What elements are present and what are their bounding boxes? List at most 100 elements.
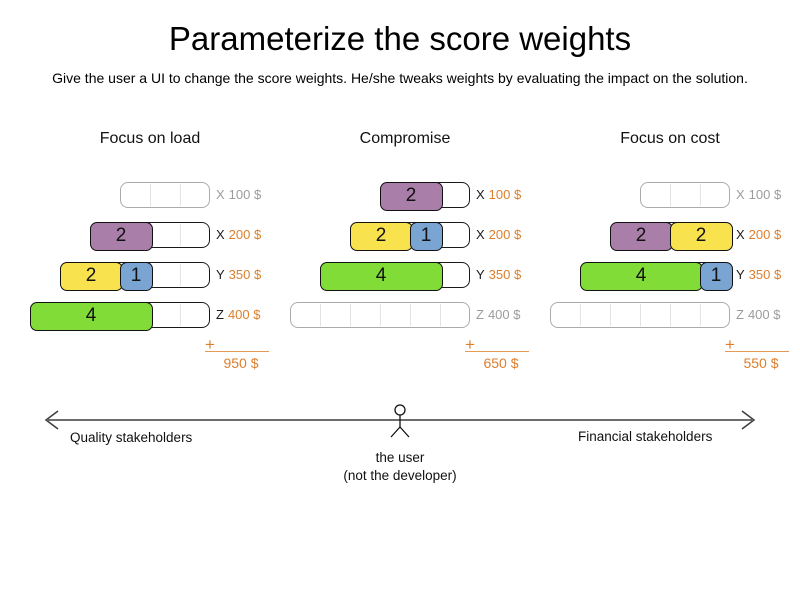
row-letter: X [476, 187, 485, 202]
row-cost: 100 $ [228, 187, 262, 202]
row-letter: X [216, 227, 225, 242]
total-value: 550 $ [743, 355, 779, 371]
weight-box [290, 302, 470, 328]
right-arrowhead-icon [741, 410, 756, 430]
weight-block: 4 [319, 261, 443, 291]
row-letter: Z [216, 307, 224, 322]
segment-divider [670, 304, 671, 326]
the-user-label: the user [375, 450, 425, 465]
row-cost: 100 $ [488, 187, 522, 202]
segment-divider [180, 184, 181, 206]
sum-line [465, 351, 529, 352]
user-figure-left-leg-icon [390, 426, 401, 438]
user-figure-head-icon [394, 404, 406, 416]
segment-divider [410, 304, 411, 326]
segment-divider [180, 224, 181, 246]
segment-divider [580, 304, 581, 326]
weight-block: 2 [89, 221, 153, 251]
segment-divider [150, 184, 151, 206]
segment-divider [640, 304, 641, 326]
column-title: Focus on cost [620, 130, 720, 147]
sum-line [205, 351, 269, 352]
weight-box [120, 182, 210, 208]
weight-block: 2 [59, 261, 123, 291]
row-letter: X [216, 187, 225, 202]
weight-box: 2 [379, 181, 470, 211]
quality-stakeholders-label: Quality stakeholders [70, 430, 193, 445]
segment-divider [700, 184, 701, 206]
total-value: 650 $ [483, 355, 519, 371]
segment-divider [380, 304, 381, 326]
row-cost: 200 $ [488, 227, 522, 242]
row-cost: 400 $ [747, 307, 781, 322]
plus-sign: + [465, 335, 475, 354]
column-total: +650 $ [465, 335, 529, 376]
total-value: 950 $ [223, 355, 259, 371]
segment-divider [180, 264, 181, 286]
sum-line [725, 351, 789, 352]
column-title: Focus on load [99, 130, 201, 147]
column-total: +550 $ [725, 335, 789, 376]
weight-block: 1 [119, 261, 153, 291]
row-letter: X [736, 227, 745, 242]
row-letter: Z [736, 307, 744, 322]
weight-block: 2 [379, 181, 443, 211]
stakeholder-axis [44, 404, 756, 438]
row-cost: 350 $ [488, 267, 522, 282]
row-letter: Z [476, 307, 484, 322]
row-letter: X [476, 227, 485, 242]
plus-sign: + [725, 335, 735, 354]
column-title: Compromise [359, 130, 451, 147]
row-cost: 400 $ [227, 307, 261, 322]
segment-divider [610, 304, 611, 326]
page-title: Parameterize the score weights [168, 20, 632, 57]
weight-box: 4 [319, 261, 470, 291]
row-cost: 100 $ [748, 187, 782, 202]
weight-block: 4 [29, 301, 153, 331]
not-the-developer-label: (not the developer) [343, 468, 457, 483]
row-letter: X [736, 187, 745, 202]
left-arrowhead-icon [44, 410, 59, 430]
segment-divider [670, 184, 671, 206]
weight-block: 1 [409, 221, 443, 251]
plus-sign: + [205, 335, 215, 354]
weight-box: 4 [29, 301, 210, 331]
financial-stakeholders-label: Financial stakeholders [578, 429, 713, 444]
weight-block: 2 [349, 221, 413, 251]
row-cost: 350 $ [228, 267, 262, 282]
row-letter: Y [476, 267, 485, 282]
row-letter: Y [736, 267, 745, 282]
weight-block: 1 [699, 261, 733, 291]
user-figure-right-leg-icon [399, 426, 410, 438]
segment-divider [440, 304, 441, 326]
segment-divider [350, 304, 351, 326]
row-letter: Y [216, 267, 225, 282]
weight-box: 2 [89, 221, 210, 251]
segment-divider [320, 304, 321, 326]
weight-block: 2 [669, 221, 733, 251]
row-cost: 350 $ [748, 267, 782, 282]
column-total: +950 $ [205, 335, 269, 376]
subtitle: Give the user a UI to change the score w… [52, 70, 748, 86]
segment-divider [700, 304, 701, 326]
weight-box [640, 182, 730, 208]
row-cost: 200 $ [228, 227, 262, 242]
row-cost: 200 $ [748, 227, 782, 242]
weight-block: 4 [579, 261, 703, 291]
